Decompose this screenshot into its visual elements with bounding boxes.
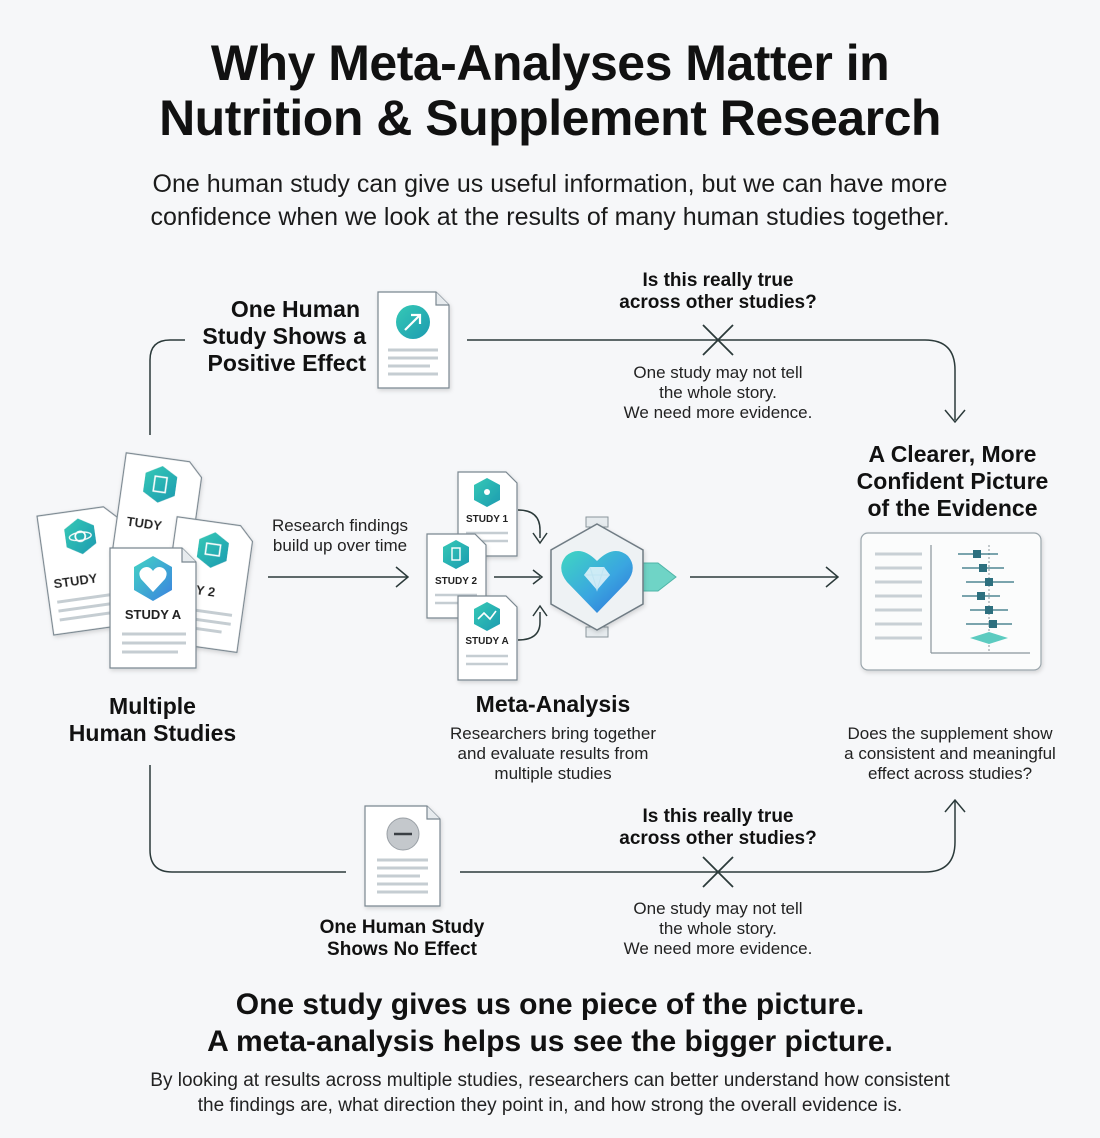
title-line-1: Why Meta-Analyses Matter in [210,35,890,91]
bottom-question-line-1: Is this really true [642,806,794,827]
arrowhead-middle-2 [825,566,840,588]
connector-bottom [460,800,956,873]
top-note: One study may not tell the whole story. … [588,363,848,423]
top-note-line-3: We need more evidence. [623,403,813,422]
meta-desc-line-2: and evaluate results from [457,744,649,763]
document-lines [388,348,438,376]
result-question-line-1: Does the supplement show [847,724,1053,743]
top-question-line-2: across other studies? [619,292,817,313]
connector-study1 [517,509,541,538]
top-note-line-2: the whole story. [659,383,777,402]
multiple-studies-label-line-1: Multiple [109,693,196,719]
connector-top [467,339,956,420]
result-label-line-3: of the Evidence [867,495,1038,521]
result-question-line-2: a consistent and meaningful [844,744,1056,763]
title-line-2: Nutrition & Supplement Research [159,90,941,146]
bottom-study-label: One Human Study Shows No Effect [282,917,522,961]
meta-study-stack: STUDY 1 STUDY 2 STUDY A [426,471,518,681]
multiple-studies-documents: STUDY TUDY UDY 2 [36,452,254,669]
result-question: Does the supplement show a consistent an… [818,724,1082,784]
meta-analysis-description: Researchers bring together and evaluate … [418,724,688,784]
meta-analysis-heart-icon [550,516,677,638]
page-title: Why Meta-Analyses Matter in Nutrition & … [0,36,1100,146]
top-question: Is this really true across other studies… [588,270,848,314]
meta-doc-study-a: STUDY A [457,595,518,681]
bottom-note-line-2: the whole story. [659,919,777,938]
footer-body-line-2: the findings are, what direction they po… [197,1095,903,1116]
footer-headline-line-1: One study gives us one piece of the pict… [235,988,865,1021]
multiple-studies-label: Multiple Human Studies [40,693,265,747]
study-doc-label-front: STUDY A [125,607,182,622]
footer-body: By looking at results across multiple st… [70,1068,1030,1118]
meta-analysis-label: Meta-Analysis [475,691,631,717]
forest-plot-icon [860,532,1042,671]
study-doc-front: STUDY A [109,547,197,669]
bottom-note-line-3: We need more evidence. [623,939,813,958]
multiple-studies-label-line-2: Human Studies [68,720,237,746]
footer-body-line-1: By looking at results across multiple st… [150,1070,950,1091]
result-label-line-1: A Clearer, More [868,441,1037,467]
connector-lines [149,339,966,873]
bottom-question: Is this really true across other studies… [588,806,848,850]
flow-note-line-2: build up over time [272,536,408,555]
result-label-line-2: Confident Picture [856,468,1049,494]
top-study-label-line-3: Positive Effect [207,350,367,376]
arrowhead-middle-1 [395,566,410,588]
arrowhead-bottom-up [944,798,966,813]
bottom-note: One study may not tell the whole story. … [588,899,848,959]
subtitle-line-1: One human study can give us useful infor… [152,170,948,198]
top-study-label: One Human Study Shows a Positive Effect [176,296,366,377]
arrowhead-top-down [944,409,966,424]
top-note-line-1: One study may not tell [633,363,803,382]
top-study-label-line-1: One Human [230,296,360,322]
flow-note: Research findings build up over time [250,516,430,556]
study-doc-label-back-left: STUDY [53,570,99,591]
cross-icon-top [702,324,734,356]
bottom-study-label-line-2: Shows No Effect [327,939,477,960]
top-question-line-1: Is this really true [642,270,794,291]
meta-desc-line-1: Researchers bring together [449,724,656,743]
top-study-label-line-2: Study Shows a [202,323,366,349]
study-doc-label-back-top: TUDY [126,514,163,534]
meta-doc-label-3: STUDY A [465,636,508,647]
connector-left-bottom [149,765,346,873]
cross-icon-bottom [702,856,734,888]
subtitle-line-2: confidence when we look at the results o… [150,203,950,231]
connector-left-top [149,339,185,435]
bottom-note-line-1: One study may not tell [633,899,803,918]
result-question-line-3: effect across studies? [867,764,1033,783]
footer-headline-line-2: A meta-analysis helps us see the bigger … [207,1025,893,1058]
no-effect-study-document-icon [364,805,441,907]
meta-desc-line-3: multiple studies [494,764,612,783]
flow-note-line-1: Research findings [271,516,409,535]
result-label: A Clearer, More Confident Picture of the… [830,441,1075,522]
positive-study-document-icon [377,291,450,389]
page-subtitle: One human study can give us useful infor… [60,168,1040,234]
trend-up-icon [396,305,430,339]
minus-circle-icon [386,817,420,851]
bottom-study-label-line-1: One Human Study [319,917,485,938]
meta-doc-label-1: STUDY 1 [466,514,508,525]
footer-headline: One study gives us one piece of the pict… [0,986,1100,1060]
bottom-question-line-2: across other studies? [619,828,817,849]
meta-doc-label-2: STUDY 2 [435,576,477,587]
